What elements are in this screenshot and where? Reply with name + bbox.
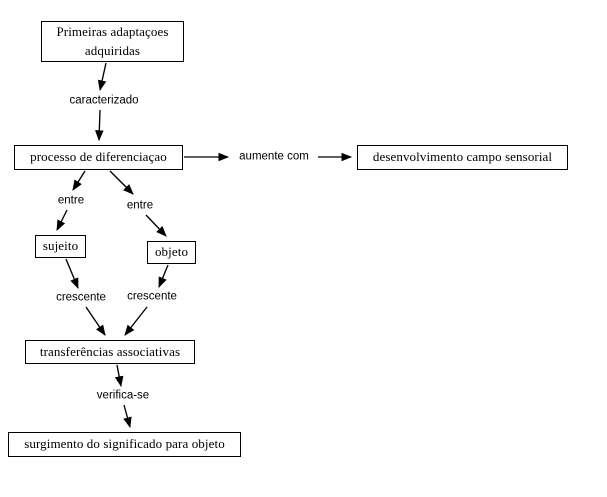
edge-label-caracterizado: caracterizado xyxy=(68,94,140,107)
node-processo-diferenciacao[interactable]: processo de diferenciaçao xyxy=(14,145,183,170)
conn-caracterizado-in xyxy=(97,62,107,92)
node-desenvolvimento-campo-sensorial[interactable]: desenvolvimento campo sensorial xyxy=(357,145,568,170)
conn-verifica-out xyxy=(123,404,132,429)
node-objeto[interactable]: objeto xyxy=(147,241,196,264)
conn-entre-sujeito-out xyxy=(56,209,68,231)
conn-cresc-suj-in xyxy=(65,258,79,289)
conn-verifica-in xyxy=(114,364,124,388)
conn-entre-objeto-in xyxy=(109,170,134,195)
edge-label-aumente-com: aumente com xyxy=(238,150,310,163)
conn-entre-sujeito-in xyxy=(72,170,86,191)
node-transferencias-associativas[interactable]: transferências associativas xyxy=(25,340,195,364)
conn-cresc-obj-out xyxy=(124,306,148,336)
node-primeiras-adaptacoes[interactable]: Primeiras adaptaçoes adquiridas xyxy=(41,21,184,62)
conn-cresc-obj-in xyxy=(158,264,169,288)
edge-label-crescente-objeto: crescente xyxy=(126,290,178,303)
conn-cresc-suj-out xyxy=(85,306,106,336)
conn-entre-objeto-out xyxy=(145,214,167,237)
node-surgimento-significado[interactable]: surgimento do significado para objeto xyxy=(8,432,241,457)
node-sujeito[interactable]: sujeito xyxy=(35,235,86,258)
edge-label-entre-objeto: entre xyxy=(125,199,155,212)
conn-caracterizado-out xyxy=(95,109,104,142)
edge-label-entre-sujeito: entre xyxy=(56,194,86,207)
edge-label-crescente-sujeito: crescente xyxy=(55,291,107,304)
edge-label-verifica-se: verifica-se xyxy=(95,389,151,402)
